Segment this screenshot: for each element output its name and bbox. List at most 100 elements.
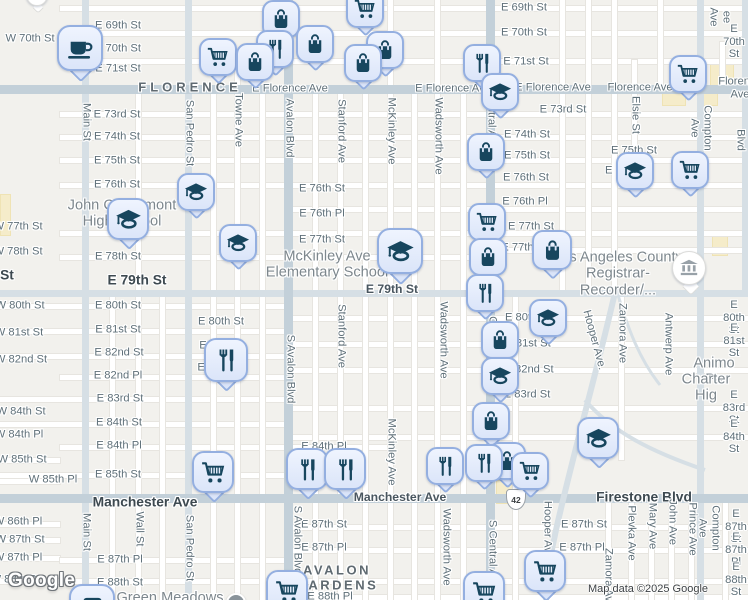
poi-pin-government[interactable] (672, 251, 708, 295)
road-horizontal (60, 30, 748, 36)
highway-shield-42: 42 (506, 489, 526, 510)
poi-pin-school[interactable] (377, 228, 423, 285)
poi-pin-shopping-bag[interactable] (472, 402, 510, 450)
poi-pin-shopping-cart[interactable] (511, 452, 549, 500)
restaurant-icon (478, 453, 491, 473)
street-name-label: E 87th St (560, 518, 608, 531)
restaurant-icon (479, 283, 492, 303)
poi-pin-shopping-bag[interactable] (236, 43, 274, 91)
street-name-label: San Pedro St (183, 99, 196, 167)
place-name-label: Green Meadows (116, 589, 224, 600)
shopping-bag-icon (481, 247, 495, 266)
poi-pin-school[interactable] (219, 224, 257, 272)
poi-pin-shopping-bag[interactable] (467, 133, 505, 181)
poi-pin-school[interactable] (616, 152, 654, 200)
poi-pin-shopping-cart[interactable] (346, 0, 384, 38)
poi-pin-restaurant[interactable] (466, 274, 504, 322)
road-horizontal (0, 421, 290, 427)
street-name-label: E 78th St (94, 250, 142, 263)
road-vertical (81, 0, 89, 600)
google-logo[interactable]: Google (8, 570, 76, 591)
pin-bubble (511, 452, 549, 490)
street-name-label: E 73rd St (93, 108, 141, 121)
road-vertical (585, 0, 591, 293)
street-name-label: E 87th St (300, 518, 348, 531)
pin-bubble (266, 570, 308, 600)
poi-pin-shopping-bag[interactable] (296, 25, 334, 73)
street-name-label: W 88th St (0, 573, 40, 586)
street-name-label: S Avalon Blvd (284, 334, 297, 404)
poi-pin-restaurant[interactable] (286, 448, 328, 501)
pin-bubble (219, 224, 257, 262)
street-name-label: E 88th St (96, 576, 144, 589)
road-horizontal (0, 478, 60, 484)
poi-pin-shopping-bag[interactable] (532, 230, 572, 280)
road-horizontal (0, 353, 290, 359)
pin-bubble (481, 357, 519, 395)
road-horizontal (0, 84, 748, 94)
book-icon (83, 597, 101, 600)
street-name-label: W 85th Pl (28, 473, 78, 486)
street-name-label: E 87th St (725, 508, 747, 546)
street-name-label: Zamora Ave (616, 302, 629, 364)
poi-pin-school[interactable] (177, 173, 215, 221)
street-name-label: E 82nd Pl (93, 369, 143, 382)
poi-pin-school[interactable] (107, 198, 149, 251)
poi-pin-shopping-cart[interactable] (671, 151, 709, 199)
shopping-bag-icon (248, 52, 262, 71)
pin-bubble (57, 25, 103, 71)
street-name-label: W 87th Pl (0, 551, 43, 564)
poi-pin-shopping-cart[interactable] (199, 38, 237, 86)
poi-pin-generic[interactable] (69, 584, 115, 600)
street-name-label: E 70th St (723, 23, 745, 61)
poi-pin-restaurant[interactable] (465, 444, 503, 492)
poi-pin-school[interactable] (529, 299, 567, 347)
poi-pin-place-white[interactable] (26, 0, 50, 16)
road-vertical (434, 0, 440, 600)
poi-pin-school[interactable] (481, 73, 519, 121)
poi-pin-shopping-cart[interactable] (669, 55, 707, 103)
poi-pin-shopping-cart[interactable] (192, 451, 234, 504)
poi-pin-shopping-bag[interactable] (344, 44, 382, 92)
street-name-label: E 73rd St (539, 103, 587, 116)
road-horizontal (490, 247, 748, 253)
poi-pin-shopping-cart[interactable] (266, 570, 308, 600)
poi-pin-restaurant[interactable] (324, 448, 366, 501)
poi-pin-school[interactable] (481, 357, 519, 405)
street-name-label: E 83rd St (96, 392, 144, 405)
road-vertical (135, 89, 141, 600)
road-vertical (741, 0, 748, 293)
poi-pin-shopping-cart[interactable] (468, 203, 506, 251)
street-name-label: W 87th St (0, 533, 45, 546)
road-vertical (312, 89, 318, 600)
poi-pin-restaurant[interactable] (426, 447, 464, 495)
pin-bubble (481, 73, 519, 111)
poi-pin-shopping-cart[interactable] (463, 571, 505, 600)
map-attribution: Map data ©2025 Google (588, 583, 709, 595)
road-horizontal (290, 547, 748, 553)
street-name-label: St (0, 267, 14, 283)
road-vertical (109, 293, 115, 600)
poi-pin-shopping-cart[interactable] (524, 550, 566, 600)
cart-icon (201, 461, 224, 483)
poi-pin-restaurant[interactable] (204, 338, 248, 393)
cart-icon (207, 47, 228, 66)
place-name-label: Los Angeles County Registrar-Recorder/..… (553, 249, 683, 299)
pin-bubble (199, 38, 237, 76)
poi-pin-place-dot[interactable] (226, 593, 246, 600)
coffee-cup-icon (67, 41, 92, 59)
street-name-label: E 81st St (723, 322, 745, 360)
pin-bubble (532, 230, 572, 270)
area-name-label: AVALON GARDENS (295, 562, 379, 592)
road-vertical (696, 0, 704, 600)
graduation-cap-icon (623, 162, 647, 180)
poi-pin-school[interactable] (577, 417, 619, 470)
street-name-label: Mary Ave (646, 502, 659, 550)
street-name-label: E 71st St (503, 55, 549, 68)
road-vertical (648, 498, 654, 600)
graduation-cap-icon (488, 367, 512, 385)
street-name-label: E 75th St (93, 154, 141, 167)
road-horizontal (60, 374, 290, 380)
poi-pin-cafe[interactable] (57, 25, 103, 82)
